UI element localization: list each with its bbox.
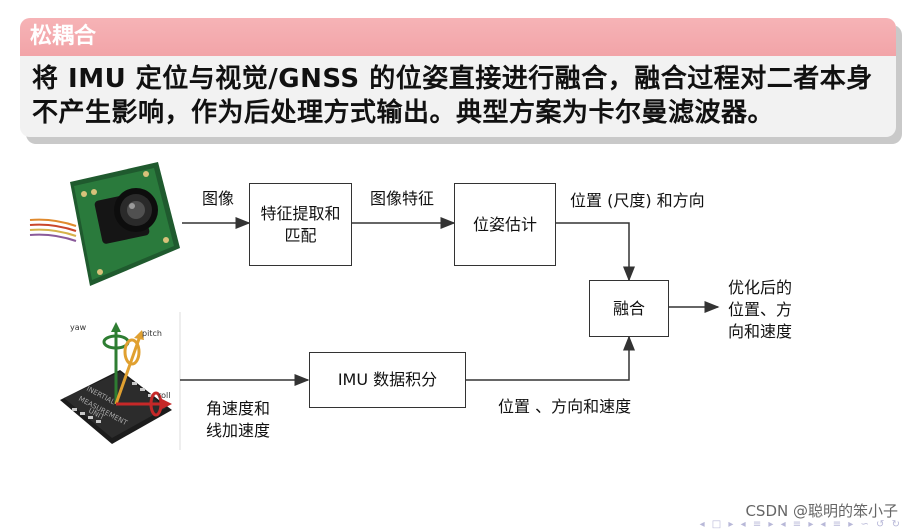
imu-integration-box: IMU 数据积分: [309, 352, 466, 408]
label-image-feature: 图像特征: [370, 189, 435, 208]
camera-module-image: [29, 162, 180, 286]
label-position-scale-direction: 位置 (尺度) 和方向: [570, 191, 705, 210]
block-body-text: 将 IMU 定位与视觉/GNSS 的位姿直接进行融合，融合过程对二者本身不产生影…: [32, 64, 873, 128]
label-optimized-output: 优化后的 位置、方 向和速度: [728, 278, 793, 341]
label-position-direction-velocity: 位置 、方向和速度: [498, 397, 632, 416]
block-title: 松耦合: [20, 18, 896, 56]
arrow-imu-output: [466, 335, 635, 381]
svg-text:roll: roll: [158, 391, 170, 400]
definition-block: 松耦合 将 IMU 定位与视觉/GNSS 的位姿直接进行融合，融合过程对二者本身…: [20, 18, 896, 137]
fusion-box: 融合: [589, 280, 669, 337]
imu-sensor-image: INERTIAL MEASUREMENT UNIT yaw pitch roll: [60, 312, 181, 450]
pose-estimation-box: 位姿估计: [454, 183, 556, 266]
arrow-pose: [556, 222, 635, 282]
watermark: CSDN @聪明的笨小子: [745, 502, 898, 520]
svg-text:yaw: yaw: [70, 323, 87, 332]
beamer-nav-icons[interactable]: ◂ □ ▸ ◂ ≡ ▸ ◂ ≡ ▸ ◂ ≡ ▸ ∽ ↺ ↻: [699, 519, 902, 530]
feature-extraction-box: 特征提取和 匹配: [249, 183, 352, 266]
label-image: 图像: [202, 189, 235, 208]
label-angular-linear: 角速度和 线加速度: [206, 399, 271, 440]
svg-text:pitch: pitch: [142, 329, 162, 338]
